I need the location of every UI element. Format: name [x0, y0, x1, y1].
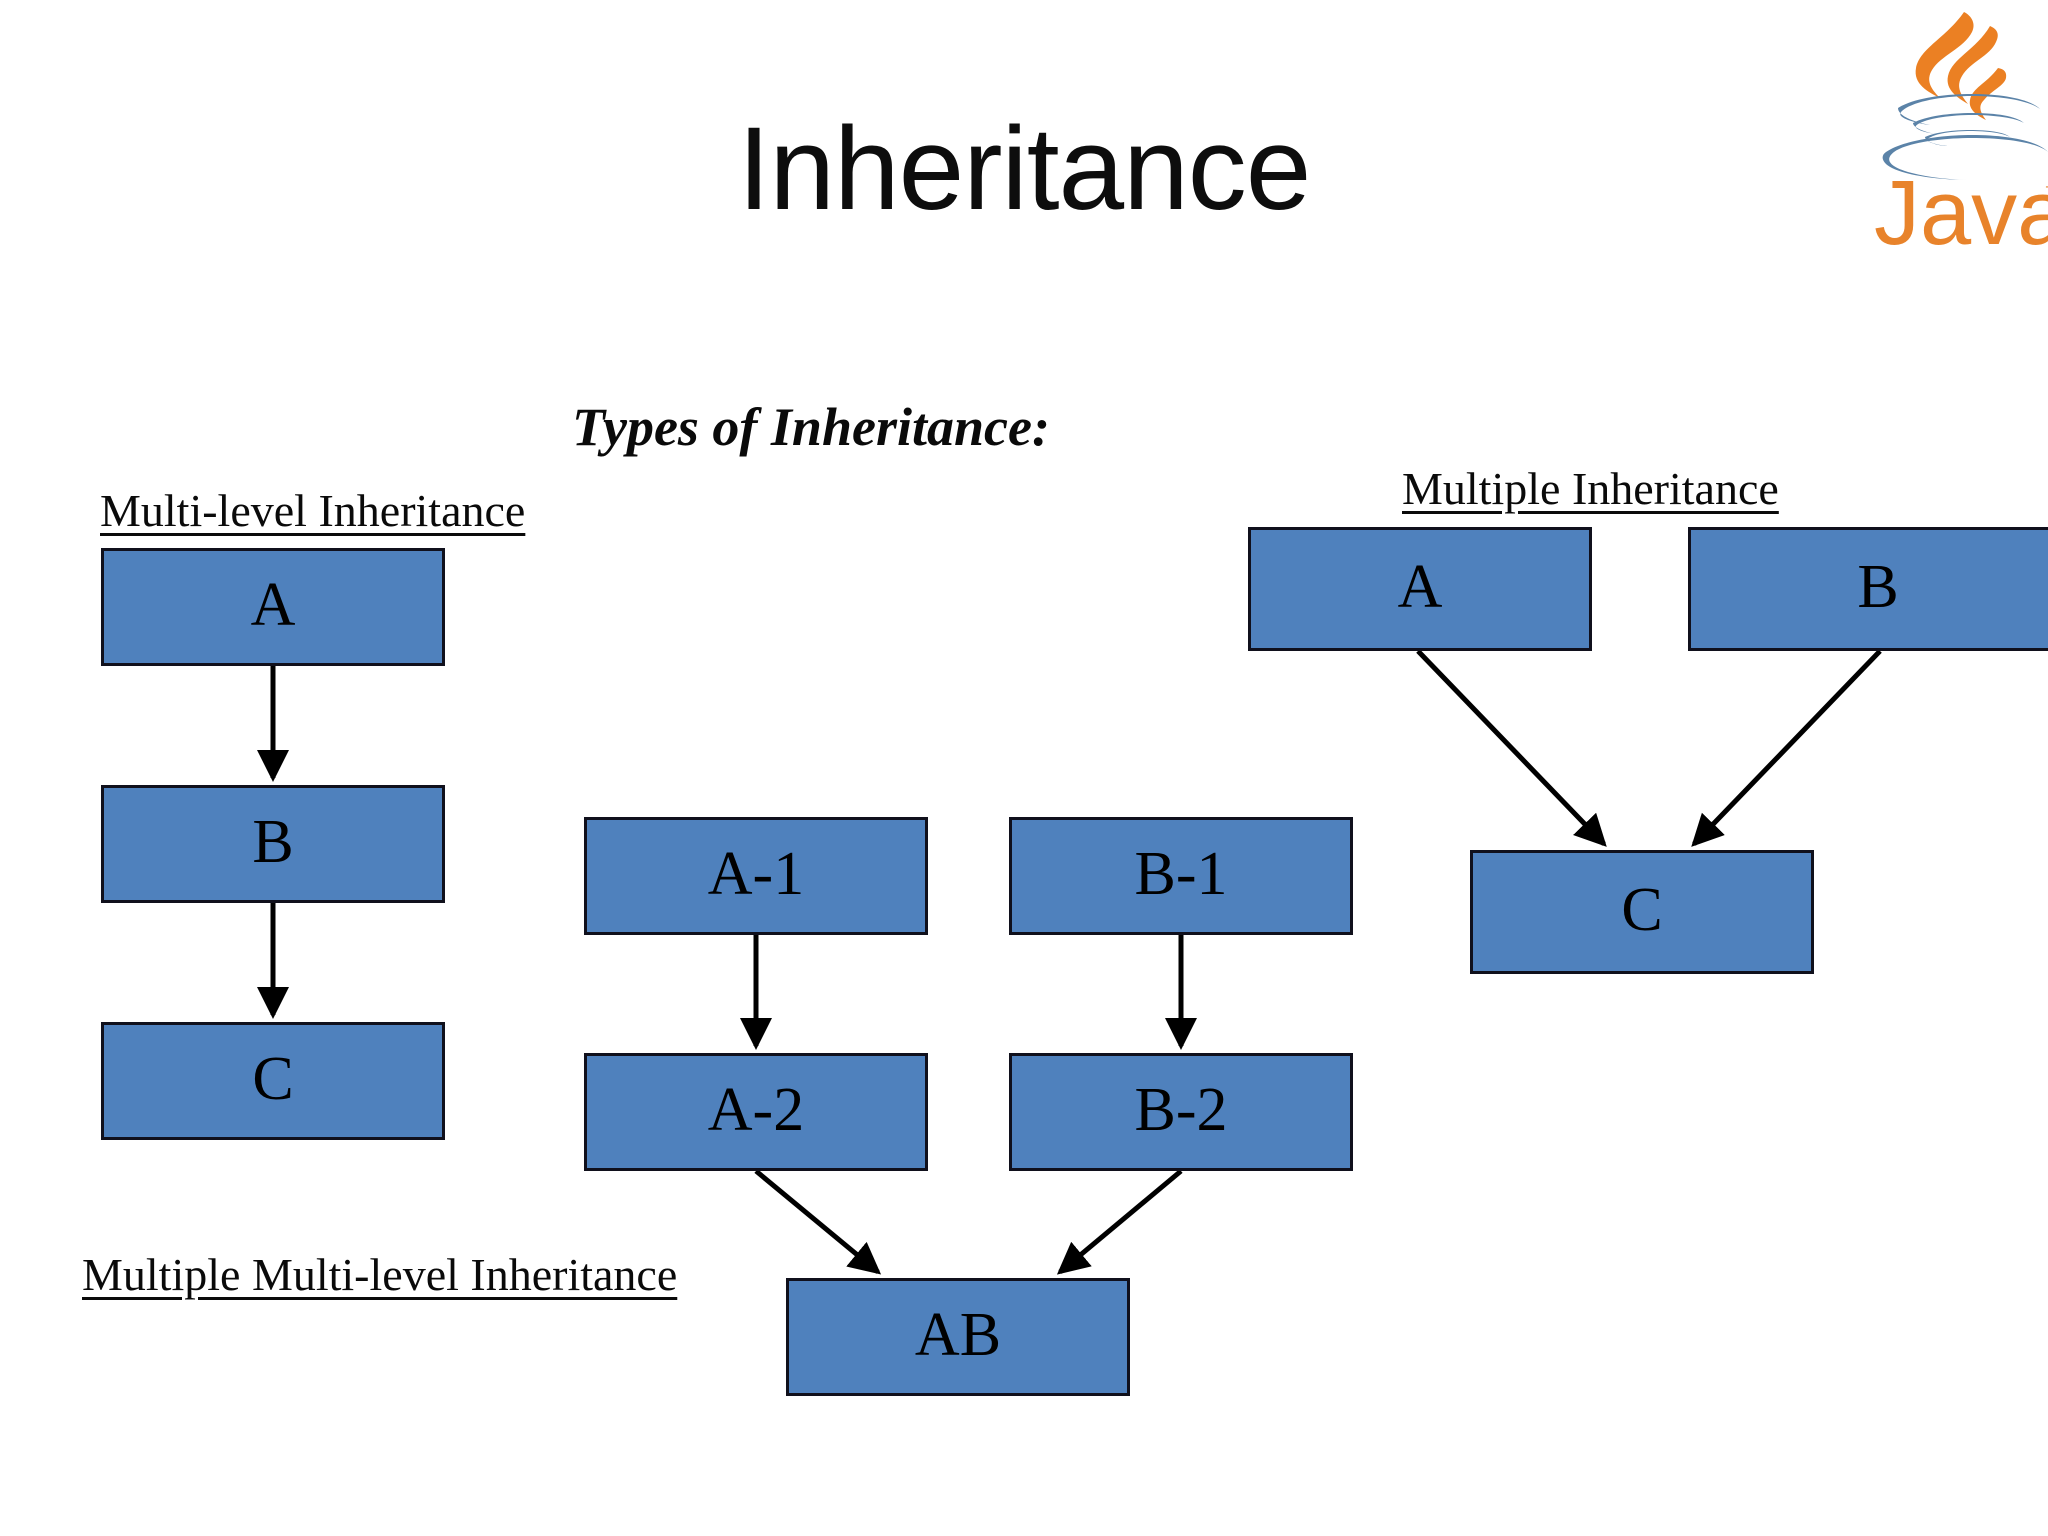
node-label: C: [252, 1045, 294, 1113]
java-wordmark-text: Java: [1874, 162, 2048, 254]
node-label: A-1: [707, 840, 805, 908]
node-label: A: [250, 571, 296, 639]
node-box-b1[interactable]: B-1: [1009, 817, 1353, 935]
page-title: Inheritance: [737, 103, 1312, 235]
edge-a2-to-ab: [754, 1169, 882, 1275]
edge-mi-b-to-mi-c: [1691, 649, 1882, 847]
node-label: A: [1397, 553, 1443, 621]
node-label: B: [1857, 553, 1899, 621]
node-box-a1[interactable]: A-1: [584, 817, 928, 935]
svg-text:™: ™: [2044, 183, 2048, 205]
node-label: B-2: [1134, 1076, 1228, 1144]
node-box-ml-c[interactable]: C: [101, 1022, 445, 1140]
node-box-mi-b[interactable]: B: [1688, 527, 2048, 651]
node-box-mi-c[interactable]: C: [1470, 850, 1814, 974]
node-box-mi-a[interactable]: A: [1248, 527, 1592, 651]
label-multi-level-inheritance: Multi-level Inheritance: [100, 485, 526, 536]
node-box-a2[interactable]: A-2: [584, 1053, 928, 1171]
label-multiple-multi-level-inheritance: Multiple Multi-level Inheritance: [82, 1249, 678, 1300]
node-box-b2[interactable]: B-2: [1009, 1053, 1353, 1171]
node-label: AB: [914, 1301, 1002, 1369]
types-of-inheritance-heading: Types of Inheritance:: [572, 397, 1050, 457]
node-label: B: [252, 808, 294, 876]
node-label: B-1: [1134, 840, 1228, 908]
node-box-ml-b[interactable]: B: [101, 785, 445, 903]
edge-mi-a-to-mi-c: [1416, 649, 1607, 847]
node-label: A-2: [707, 1076, 805, 1144]
label-multiple-inheritance: Multiple Inheritance: [1402, 463, 1779, 514]
java-logo: Java ™: [1868, 4, 2048, 254]
node-box-ml-a[interactable]: A: [101, 548, 445, 666]
node-box-ab[interactable]: AB: [786, 1278, 1130, 1396]
node-label: C: [1621, 876, 1663, 944]
edge-b2-to-ab: [1056, 1169, 1183, 1275]
